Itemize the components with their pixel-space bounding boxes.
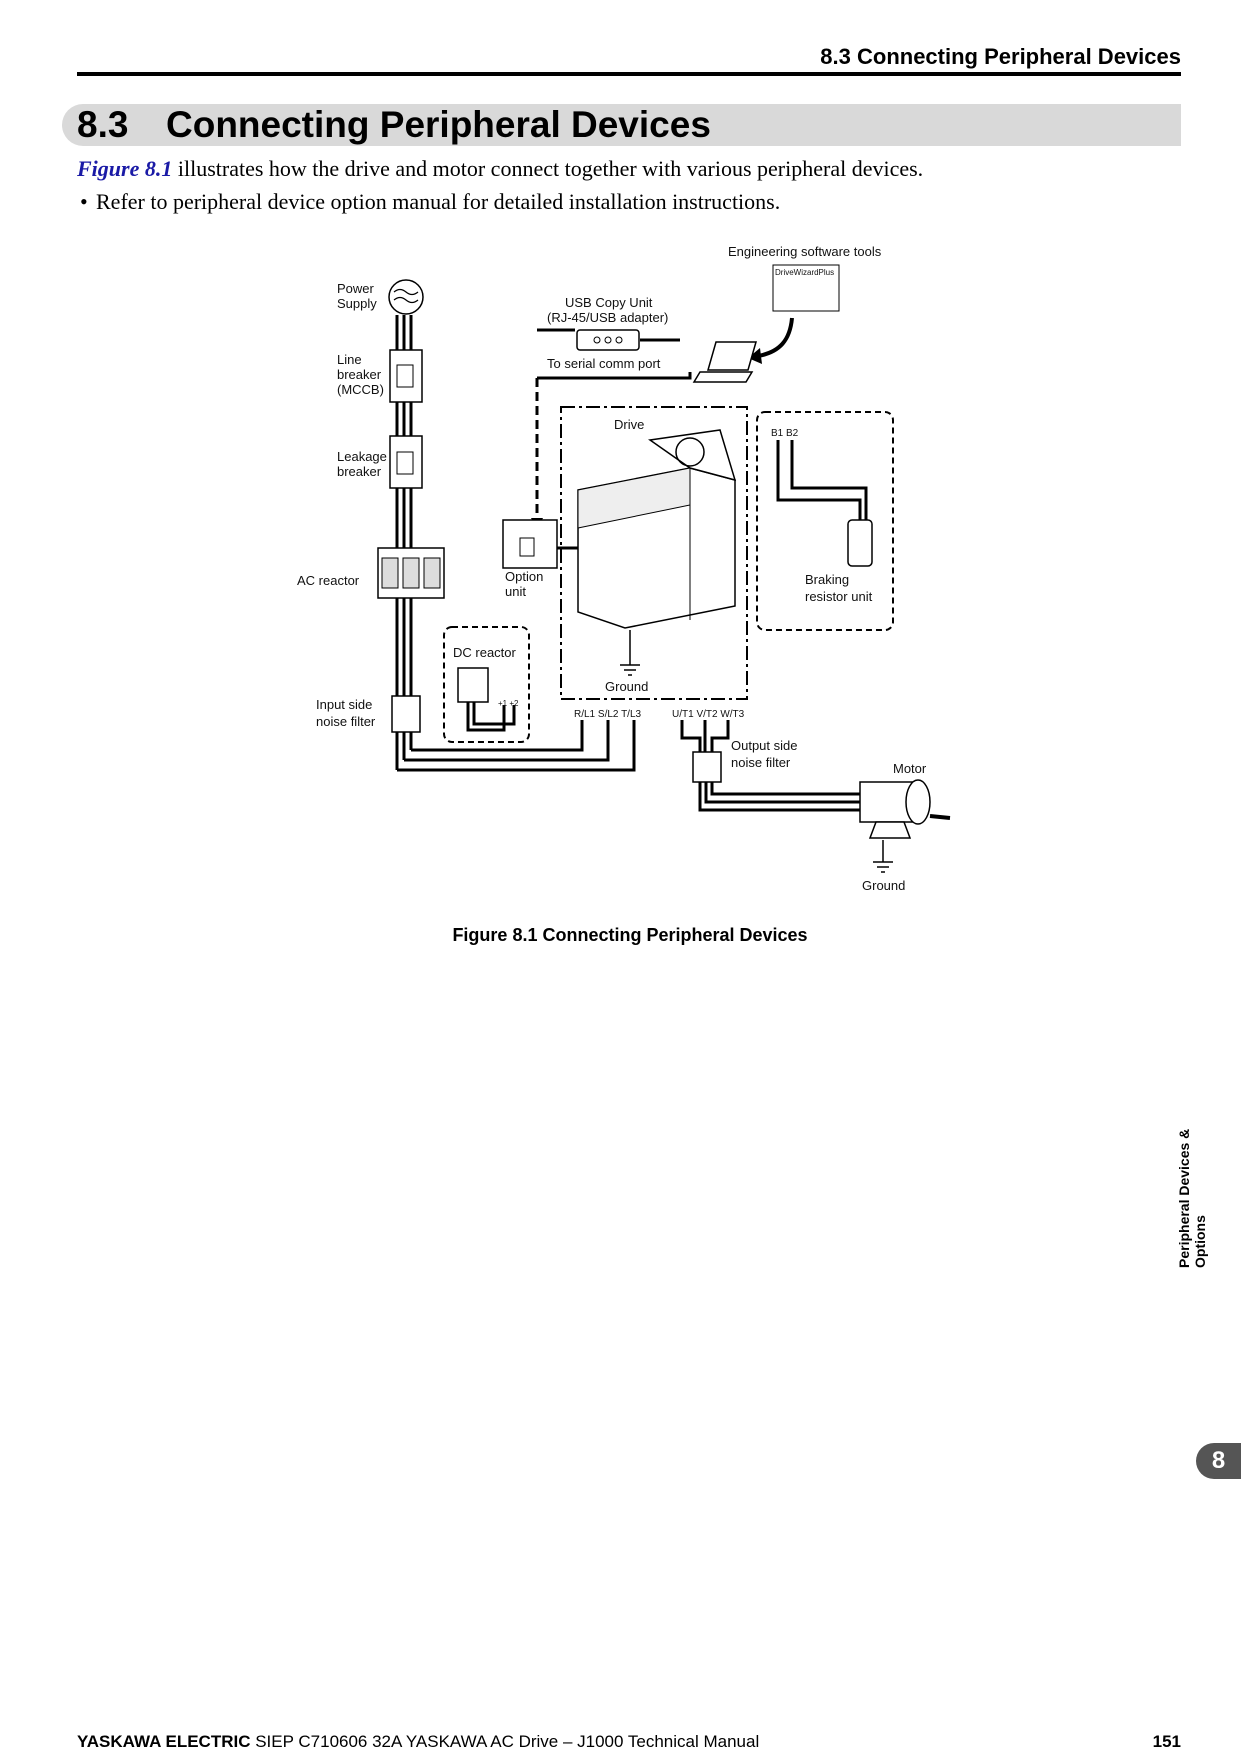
braking-resistor-label-1: Braking (805, 572, 849, 587)
engineering-tools-label: Engineering software tools (728, 244, 882, 259)
serial-port-label: To serial comm port (547, 356, 661, 371)
side-tab-line-2: Options (1192, 1215, 1208, 1268)
line-breaker-label-2: breaker (337, 367, 382, 382)
line-breaker-label-3: (MCCB) (337, 382, 384, 397)
dc-reactor-label: DC reactor (453, 645, 517, 660)
header-rule (77, 72, 1181, 76)
chapter-side-tab[interactable]: Peripheral Devices & Options (1176, 1068, 1208, 1268)
section-number: 8.3 (77, 104, 129, 145)
braking-resistor-label-2: resistor unit (805, 589, 873, 604)
bullet-item: • Refer to peripheral device option manua… (80, 189, 780, 215)
output-filter-label-2: noise filter (731, 755, 791, 770)
section-title: Connecting Peripheral Devices (166, 104, 711, 145)
option-unit-label-2: unit (505, 584, 526, 599)
b1-b2-label: B1 B2 (771, 428, 799, 439)
input-filter-label-2: noise filter (316, 714, 376, 729)
intro-paragraph: Figure 8.1 illustrates how the drive and… (77, 156, 923, 182)
footer-text: SIEP C710606 32A YASKAWA AC Drive – J100… (250, 1732, 760, 1751)
motor-ground-label: Ground (862, 878, 905, 893)
input-filter-label-1: Input side (316, 697, 372, 712)
line-breaker-label-1: Line (337, 352, 362, 367)
running-header: 8.3 Connecting Peripheral Devices (820, 44, 1181, 69)
output-filter-label-1: Output side (731, 738, 798, 753)
page-number: 151 (1152, 1732, 1181, 1751)
bullet-dot: • (80, 189, 88, 214)
input-terminals-label: R/L1 S/L2 T/L3 (574, 709, 642, 720)
chapter-number-tab[interactable]: 8 (1196, 1443, 1241, 1479)
leakage-breaker-label-1: Leakage (337, 449, 387, 464)
usb-copy-unit-label-2: (RJ-45/USB adapter) (547, 310, 668, 325)
usb-copy-unit-label-1: USB Copy Unit (565, 295, 653, 310)
bullet-text: Refer to peripheral device option manual… (96, 189, 781, 214)
power-supply-label-1: Power (337, 281, 375, 296)
output-terminals-label: U/T1 V/T2 W/T3 (672, 709, 745, 720)
figure-link[interactable]: Figure 8.1 (77, 156, 173, 181)
drive-ground-label: Ground (605, 679, 648, 694)
motor-label: Motor (893, 761, 927, 776)
option-unit-label-1: Option (505, 569, 543, 584)
footer-brand: YASKAWA ELECTRIC (77, 1732, 251, 1751)
peripheral-connection-diagram: Engineering software tools DriveWizardPl… (297, 244, 951, 893)
ac-reactor-label: AC reactor (297, 573, 360, 588)
power-supply-label-2: Supply (337, 296, 377, 311)
page-footer: YASKAWA ELECTRIC SIEP C710606 32A YASKAW… (77, 1732, 759, 1752)
section-heading-bar (62, 104, 1181, 146)
leakage-breaker-label-2: breaker (337, 464, 382, 479)
drivewizard-label: DriveWizardPlus (775, 268, 834, 277)
side-tab-line-1: Peripheral Devices & (1176, 1128, 1192, 1268)
dc-terminals-label: +1 +2 (498, 699, 519, 708)
figure-caption: Figure 8.1 Connecting Peripheral Devices (452, 925, 808, 945)
intro-text: illustrates how the drive and motor conn… (172, 156, 924, 181)
drive-label: Drive (614, 417, 644, 432)
